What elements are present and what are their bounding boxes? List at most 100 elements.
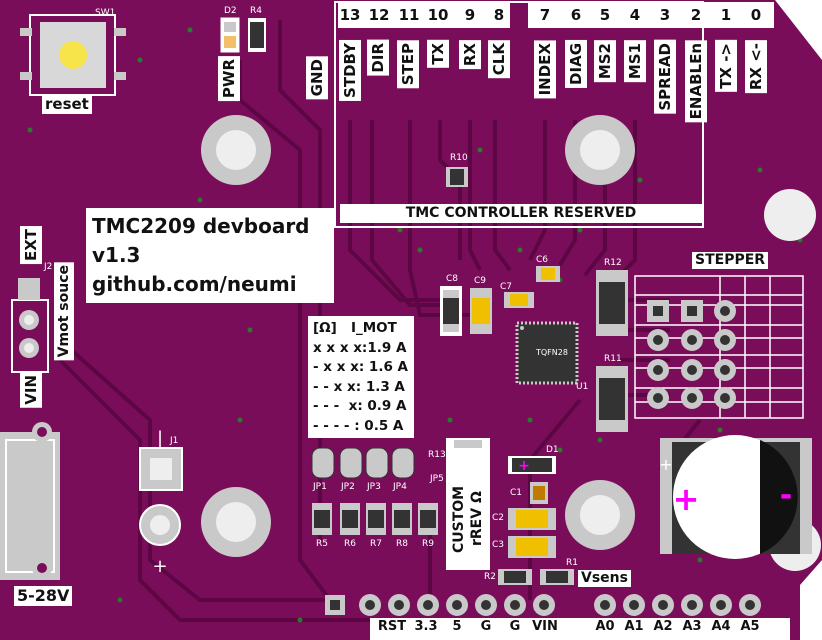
vmot-source-jumper xyxy=(11,278,49,373)
pin-a0-label: A0 xyxy=(595,619,615,634)
d1-diode: + xyxy=(508,456,556,474)
r9-ref: R9 xyxy=(422,539,434,549)
pin-13-number: 13 xyxy=(339,6,361,24)
bottom-pin-header xyxy=(325,594,761,616)
d2-ref: D2 xyxy=(224,6,237,16)
r2-ref: R2 xyxy=(484,572,496,582)
pin-9-number: 9 xyxy=(464,6,476,24)
c2-capacitor xyxy=(508,508,556,530)
imot-row: - - x x: 1.3 A xyxy=(313,378,405,395)
pin-3v3-label: 3.3 xyxy=(414,619,438,634)
custom-rrev-label-box: CUSTOM rREV Ω xyxy=(446,470,490,568)
svg-text:+: + xyxy=(673,480,700,518)
sense-resistors xyxy=(312,503,438,535)
pin-7-label: INDEX xyxy=(534,40,556,99)
r12-resistor xyxy=(596,270,628,336)
pin-2-label: ENABLEn xyxy=(685,40,707,123)
pin-vin-label: VIN xyxy=(532,619,558,634)
pin-a1-label: A1 xyxy=(624,619,644,634)
r1-resistor xyxy=(540,569,574,585)
custom-rrev-label: CUSTOM rREV Ω xyxy=(451,485,485,553)
pin-a3-label: A3 xyxy=(682,619,702,634)
imot-row: - - - - : 0.5 A xyxy=(313,417,404,434)
r4-ref: R4 xyxy=(250,6,262,16)
pin-12-label: DIR xyxy=(367,40,389,76)
pin-gnd2-label: G xyxy=(509,619,521,634)
c1-capacitor xyxy=(530,482,548,504)
reset-switch xyxy=(20,14,126,96)
c7-component xyxy=(504,292,534,308)
sw1-ref: SW1 xyxy=(95,8,116,18)
c8-ref: C8 xyxy=(446,274,459,284)
board-title-line2: v1.3 xyxy=(92,243,141,267)
pin-0-label: RX <- xyxy=(745,40,767,94)
board-title-line1: TMC2209 devboard xyxy=(92,214,310,238)
c9-component xyxy=(470,288,492,334)
j1-ref: J1 xyxy=(170,436,179,446)
pin-3-label: SPREAD xyxy=(654,40,676,114)
jp4-ref: JP4 xyxy=(393,482,407,492)
imot-row: - x x x: 1.6 A xyxy=(313,359,408,375)
r13-ref: R13 xyxy=(428,450,446,460)
r5-ref: R5 xyxy=(316,539,328,549)
gnd-label: GND xyxy=(306,56,328,100)
chip-label: TQFN28 xyxy=(536,348,568,357)
imot-header-current: I_MOT xyxy=(350,320,397,336)
pin-10-label: TX xyxy=(427,40,449,68)
pin-3-number: 3 xyxy=(659,6,671,24)
jp2-ref: JP2 xyxy=(341,482,355,492)
pin-11-number: 11 xyxy=(398,6,420,24)
r6-ref: R6 xyxy=(344,539,356,549)
pin-11-label: STEP xyxy=(397,40,419,89)
svg-text:|: | xyxy=(157,428,163,449)
pin-0-number: 0 xyxy=(750,6,762,24)
pin-12-number: 12 xyxy=(368,6,390,24)
imot-table-header: [Ω] I_MOT xyxy=(313,319,409,339)
pin-5v-label: 5 xyxy=(452,619,462,634)
pin-4-number: 4 xyxy=(629,6,641,24)
imot-table: [Ω] I_MOT x x x x:1.9 A - x x x: 1.6 A -… xyxy=(308,316,414,438)
pin-gnd1-label: G xyxy=(480,619,492,634)
imot-row: - - - x: 0.9 A xyxy=(313,398,407,414)
ext-label: EXT xyxy=(20,226,42,265)
pin-1-number: 1 xyxy=(720,6,732,24)
c3-capacitor xyxy=(508,536,556,558)
r1-ref: R1 xyxy=(566,558,578,568)
pin-a4-label: A4 xyxy=(711,619,731,634)
jp1-ref: JP1 xyxy=(313,482,327,492)
u1-ref: U1 xyxy=(576,382,589,392)
electrolytic-capacitor: + - + xyxy=(659,435,812,559)
svg-text:-: - xyxy=(780,478,792,513)
board-title: TMC2209 devboard v1.3 github.com/neumi xyxy=(86,208,334,303)
svg-text:+: + xyxy=(518,458,530,474)
pin-6-label: DIAG xyxy=(565,40,587,88)
pin-10-number: 10 xyxy=(427,6,449,24)
vin-label: VIN xyxy=(20,372,42,408)
stepper-label: STEPPER xyxy=(692,252,769,270)
c2-ref: C2 xyxy=(492,513,505,523)
pin-2-number: 2 xyxy=(690,6,702,24)
controller-reserved-label: TMC CONTROLLER RESERVED xyxy=(340,204,702,224)
jp3-ref: JP3 xyxy=(367,482,381,492)
power-connector: | + xyxy=(0,422,183,580)
vsens-label: Vsens xyxy=(578,570,631,588)
pwr-label: PWR xyxy=(218,56,240,102)
pin-rst-label: RST xyxy=(377,619,407,634)
d1-ref: D1 xyxy=(546,445,559,455)
r10-resistor xyxy=(446,167,468,187)
c3-ref: C3 xyxy=(492,540,505,550)
power-range-label: 5-28V xyxy=(14,586,73,606)
svg-text:+: + xyxy=(659,455,672,474)
c1-ref: C1 xyxy=(510,488,523,498)
r10-ref: R10 xyxy=(450,153,468,163)
imot-header-ohm: [Ω] xyxy=(313,320,337,336)
stepper-header xyxy=(634,275,804,419)
pwr-led xyxy=(220,17,240,53)
r8-ref: R8 xyxy=(396,539,408,549)
jp5-ref: JP5 xyxy=(430,474,444,484)
bottom-label-strip xyxy=(370,618,790,640)
pin-13-label: STDBY xyxy=(339,40,361,101)
vmot-source-label: Vmot souce xyxy=(54,262,74,361)
custom-resistor-footprint xyxy=(446,438,490,570)
pin-a2-label: A2 xyxy=(653,619,673,634)
